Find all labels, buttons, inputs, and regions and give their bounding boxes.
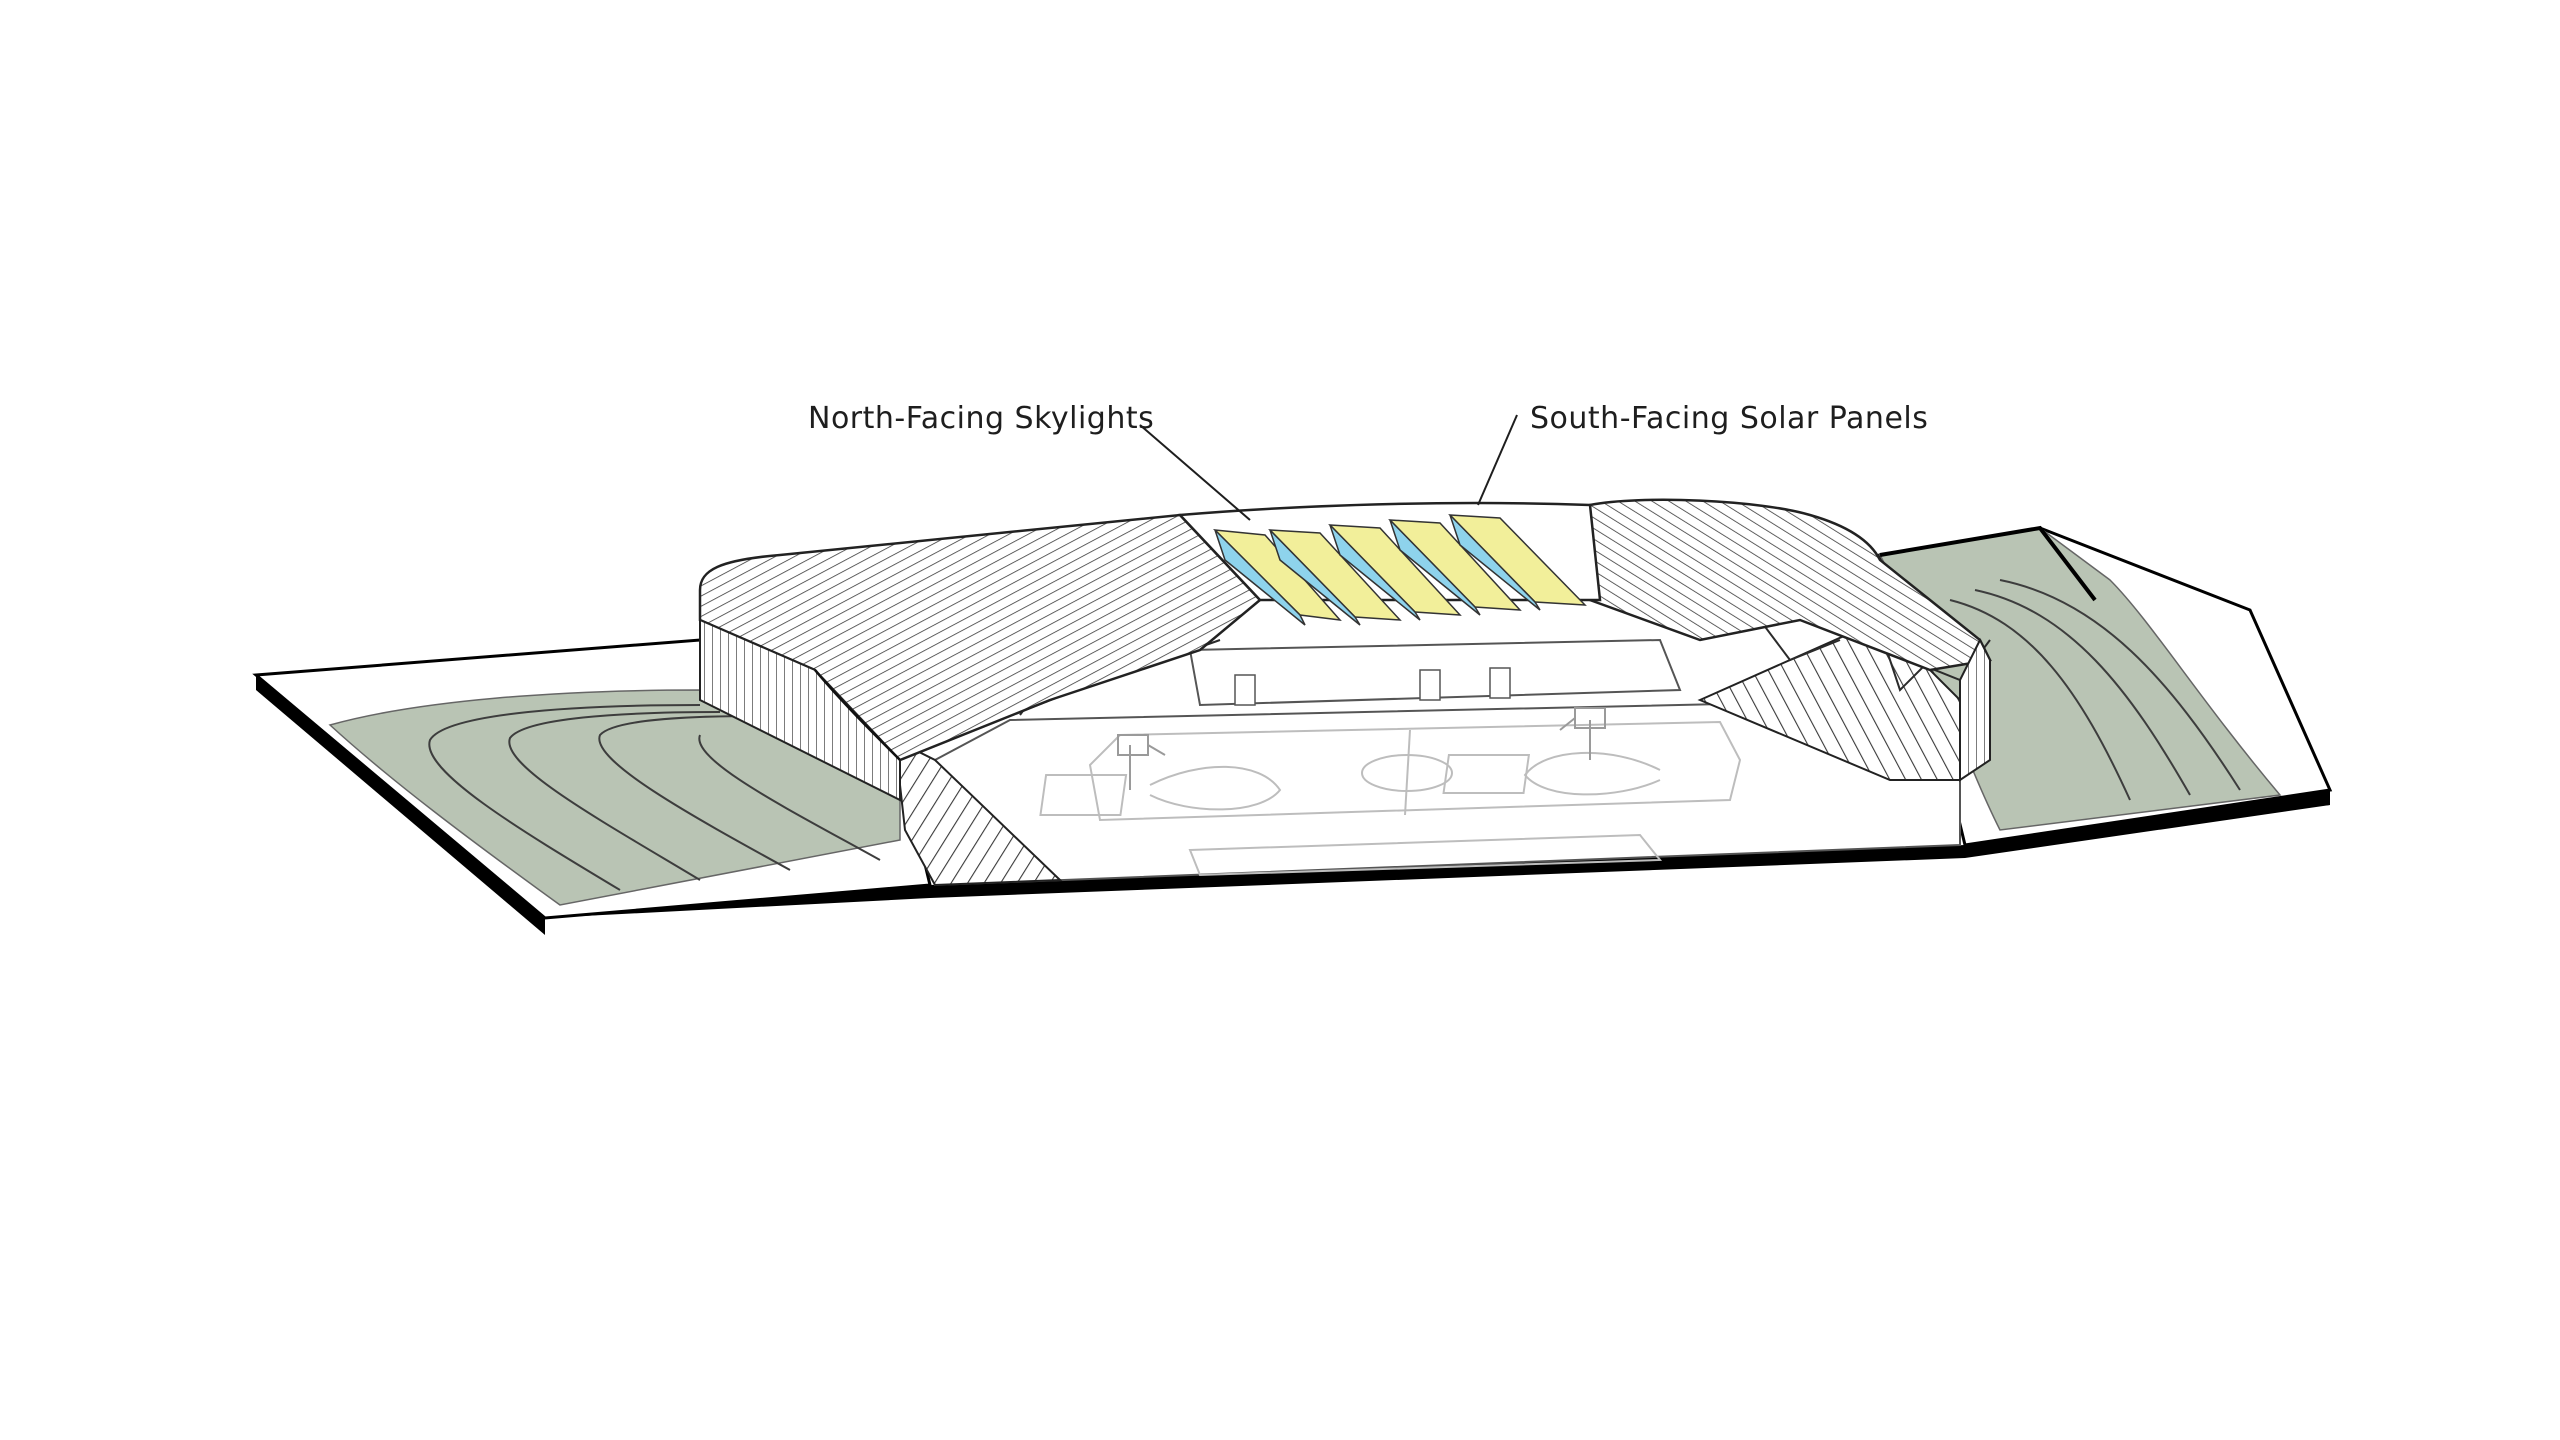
callout-label-solar: South-Facing Solar Panels bbox=[1530, 401, 1928, 436]
right-roof bbox=[1588, 498, 1992, 782]
skylight-array bbox=[1212, 514, 1587, 626]
callout-leader-solar bbox=[1477, 414, 1518, 506]
north-skylight bbox=[1389, 519, 1481, 616]
base-front-edge bbox=[545, 790, 2330, 918]
right-hill-edge bbox=[1879, 525, 2097, 602]
north-skylight bbox=[1329, 524, 1421, 621]
callout-solar: South-Facing Solar Panels bbox=[1477, 401, 1928, 506]
sawtooth-module bbox=[1268, 529, 1402, 626]
hoop-left bbox=[1117, 734, 1166, 790]
base-left-edge bbox=[256, 675, 545, 935]
sawtooth-module bbox=[1212, 529, 1342, 626]
right-track-lines bbox=[1949, 579, 2241, 801]
sawtooth-module bbox=[1388, 519, 1522, 616]
north-skylight bbox=[1214, 529, 1306, 626]
left-track-lines bbox=[428, 704, 881, 891]
callout-leader-skylights bbox=[1139, 424, 1251, 521]
sawtooth-module bbox=[1328, 524, 1462, 621]
back-wall bbox=[1188, 638, 1682, 707]
callout-skylights: North-Facing Skylights bbox=[808, 401, 1251, 521]
north-skylight bbox=[1269, 529, 1361, 626]
site-base bbox=[252, 525, 2333, 935]
callout-label-skylights: North-Facing Skylights bbox=[808, 401, 1154, 436]
left-roof-wall bbox=[699, 618, 901, 802]
right-roof-wall bbox=[1959, 637, 1991, 782]
left-roof bbox=[698, 513, 1262, 802]
left-bleachers bbox=[893, 738, 1063, 887]
north-skylight bbox=[1449, 514, 1541, 611]
sawtooth-module bbox=[1448, 514, 1587, 611]
hoop-right bbox=[1559, 707, 1606, 760]
